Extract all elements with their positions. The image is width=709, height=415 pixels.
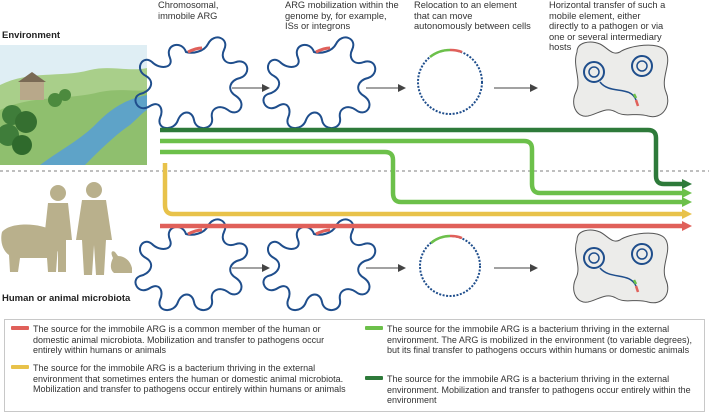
pathway-dark-green — [160, 127, 692, 189]
chromosome-mobilized-arg-bottom — [262, 218, 377, 312]
plasmid-bottom — [419, 234, 481, 297]
pathway-light-green-late — [160, 138, 692, 198]
human-microbiota-label: Human or animal microbiota — [2, 293, 131, 304]
diagram-canvas — [0, 36, 709, 312]
pathway-light-green-early — [160, 149, 692, 207]
legend-swatch-yellow — [11, 365, 29, 369]
plasmid-top — [417, 48, 483, 115]
chromosome-immobile-arg-bottom — [134, 218, 249, 312]
environment-landscape-illustration — [0, 45, 147, 165]
legend-text-yellow: The source for the immobile ARG is a bac… — [33, 363, 346, 395]
human-animal-silhouette-illustration — [1, 182, 132, 275]
legend-swatch-red — [11, 326, 29, 330]
chromosome-mobilized-arg-top — [262, 36, 377, 130]
pathway-red — [160, 221, 692, 231]
chromosome-immobile-arg-top — [134, 36, 249, 130]
header-relocation: Relocation to an element that can move a… — [414, 0, 531, 31]
legend-swatch-light-green — [365, 326, 383, 330]
legend-text-red: The source for the immobile ARG is a com… — [33, 324, 325, 356]
header-horizontal-transfer: Horizontal transfer of such a mobile ele… — [549, 0, 666, 52]
legend-box: The source for the immobile ARG is a com… — [4, 319, 705, 412]
legend-text-light-green: The source for the immobile ARG is a bac… — [387, 324, 692, 356]
pathway-yellow — [162, 163, 692, 219]
legend-swatch-dark-green — [365, 376, 383, 380]
header-arg-mobilization: ARG mobilization within the genome by, f… — [285, 0, 399, 31]
header-chromosomal-arg: Chromosomal, immobile ARG — [158, 0, 219, 21]
legend-text-dark-green: The source for the immobile ARG is a bac… — [387, 374, 691, 406]
environment-label: Environment — [2, 30, 61, 41]
bacteria-transfer-bottom — [573, 229, 669, 304]
bacteria-transfer-top — [573, 41, 669, 118]
